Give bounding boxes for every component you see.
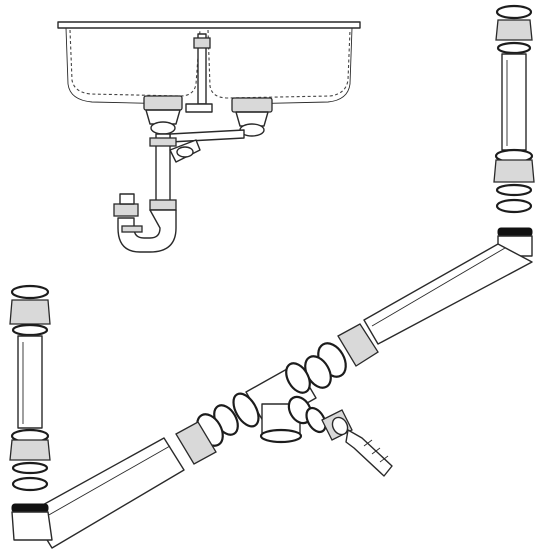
right-coupling-set [304,323,379,389]
tee-fitting [232,362,317,444]
left-riser-tube [9,284,53,541]
left-strainer [143,95,183,135]
double-sink-basin [57,21,361,105]
overflow-side-fitting [169,139,201,163]
overflow-pipe [185,33,213,113]
long-diagonal-pipe [363,243,533,345]
sink-connector-pipe [149,129,245,211]
p-trap [113,193,177,253]
left-coupling-set [175,404,239,465]
right-strainer [231,97,273,137]
short-diagonal-pipe [29,437,185,549]
hose-barb-adapter [305,406,393,477]
right-riser-tube [493,4,535,257]
